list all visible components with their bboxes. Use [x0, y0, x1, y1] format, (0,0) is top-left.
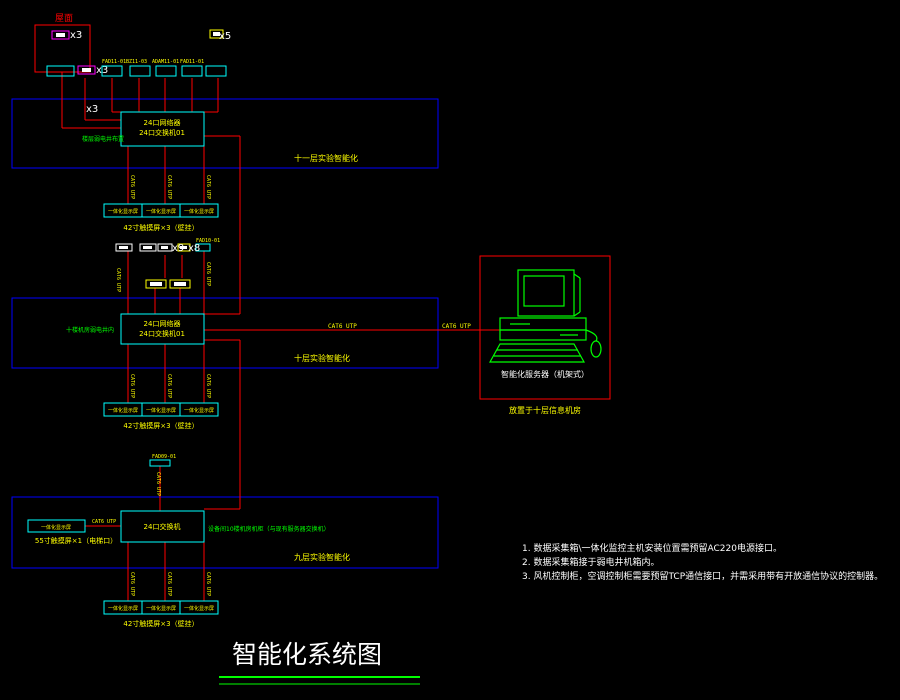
f9-side-label: 设备间10楼机房机柜（与现有服务器交换机） [208, 525, 330, 533]
page-title: 智能化系统图 [232, 640, 382, 669]
f10-multiplier-a: x9 [172, 243, 184, 254]
f9-cable-label: CAT6 UTP [166, 572, 172, 596]
f11-screen-cell: 一体化显示屏 [146, 208, 176, 215]
roof-multiplier-right: x5 [219, 31, 231, 42]
f10-cable-label: CAT6 UTP [205, 374, 211, 398]
f11-dev-label: FAD11-01 [180, 59, 204, 65]
note-3: 3. 风机控制柜，空调控制柜需要预留TCP通信接口，并需采用带有开放通信协议的控… [522, 570, 883, 582]
f9-top-device [149, 459, 171, 467]
floor-box-9 [11, 496, 439, 569]
f10-device-row [115, 243, 211, 252]
f11-cable-label: CAT6 UTP [129, 175, 135, 199]
f11-collector-row [101, 65, 227, 77]
f10-side-label: 十楼机房弱电井内 [66, 326, 114, 334]
f10-collector-fill [174, 282, 186, 286]
server-location: 放置于十层信息机房 [509, 405, 581, 415]
cable-lines [34, 24, 611, 601]
f10-cable-label: CAT6 UTP [166, 374, 172, 398]
f11-switch [120, 111, 205, 147]
f11-screen-cell: 一体化显示屏 [184, 208, 214, 215]
f10-multiplier-b: x8 [188, 243, 200, 254]
f10-screen-cell: 一体化显示屏 [184, 407, 214, 414]
roof-camera-icon-2 [77, 65, 96, 75]
f10-switch [120, 313, 205, 345]
f9-screen-cell: 一体化显示屏 [184, 605, 214, 612]
server-caption: 智能化服务器（机架式） [501, 369, 589, 379]
f10-cable-label: CAT6 UTP [129, 374, 135, 398]
f11-dev-label: FAD11-01 [102, 59, 126, 65]
f9-top-cable-label: CAT6 UTP [155, 472, 161, 496]
roof-collector [46, 65, 75, 77]
f10-server-cable-label: CAT6 UTP [328, 323, 357, 330]
f9-screen-caption: 42寸触摸屏×3（壁挂） [123, 619, 198, 628]
f9-switch [120, 510, 205, 543]
f10-screen-row [103, 402, 219, 417]
f10-floor-label: 十层实验智能化 [294, 353, 350, 363]
computer-icon [488, 269, 602, 363]
f10-switch-line1: 24口网络器 [144, 319, 181, 328]
f10-switch-line2: 24口交换机01 [139, 329, 185, 338]
f9-switch-line1: 24口交换机 [144, 522, 181, 531]
f10-server-cable-label-2: CAT6 UTP [442, 323, 471, 330]
roof-sensor-icon [209, 29, 224, 39]
f11-dev-label: BZ11-03 [126, 59, 147, 65]
f10-collectors [145, 279, 191, 289]
note-1: 1. 数据采集箱\一体化监控主机安装位置需预留AC220电源接口。 [522, 542, 782, 554]
f11-floor-label: 十一层实验智能化 [294, 153, 358, 163]
f9-screen-cell: 一体化显示屏 [146, 605, 176, 612]
floor-box-11 [11, 98, 439, 169]
f11-cable-label: CAT6 UTP [205, 175, 211, 199]
floor-box-10 [11, 297, 439, 369]
f11-screen-cell: 一体化显示屏 [108, 208, 138, 215]
f11-switch-line2: 24口交换机01 [139, 128, 185, 137]
f9-big-screen [27, 519, 86, 533]
f10-screen-cell: 一体化显示屏 [146, 407, 176, 414]
f9-dev-label: FAD09-01 [152, 454, 176, 460]
f10-screen-caption: 42寸触摸屏×3（壁挂） [123, 421, 198, 430]
f10-cable-label-top: CAT6 UTP [115, 268, 121, 292]
roof-multiplier-a: x3 [70, 30, 82, 41]
f9-cable-label: CAT6 UTP [205, 572, 211, 596]
note-2: 2. 数据采集箱接于弱电井机箱内。 [522, 556, 659, 568]
f9-big-caption: 55寸触摸屏×1（电梯口） [35, 536, 117, 545]
f9-screen-cell: 一体化显示屏 [108, 605, 138, 612]
f11-cable-label: CAT6 UTP [166, 175, 172, 199]
f11-screen-caption: 42寸触摸屏×3（壁挂） [123, 223, 198, 232]
roof-multiplier-c: x3 [86, 104, 98, 115]
f11-dev-label: ADAM11-01 [152, 59, 179, 65]
f9-floor-label: 九层实验智能化 [294, 552, 350, 562]
roof-camera-icon [51, 30, 70, 40]
f11-screen-row [103, 203, 219, 218]
roof-label: 屋面 [55, 13, 73, 24]
f9-cable-label: CAT6 UTP [129, 572, 135, 596]
f9-big-screen-cell: 一体化显示屏 [41, 524, 71, 531]
f9-screen-row [103, 600, 219, 615]
f11-side-label: 楼层弱电井布置 [82, 135, 124, 143]
f10-cable-label-top: CAT6 UTP [205, 262, 211, 286]
f10-collector-fill [150, 282, 162, 286]
f10-dev-label: FAD10-01 [196, 238, 220, 244]
f11-switch-line1: 24口网络器 [144, 118, 181, 127]
f9-big-cable-label: CAT6 UTP [92, 519, 116, 525]
f10-screen-cell: 一体化显示屏 [108, 407, 138, 414]
